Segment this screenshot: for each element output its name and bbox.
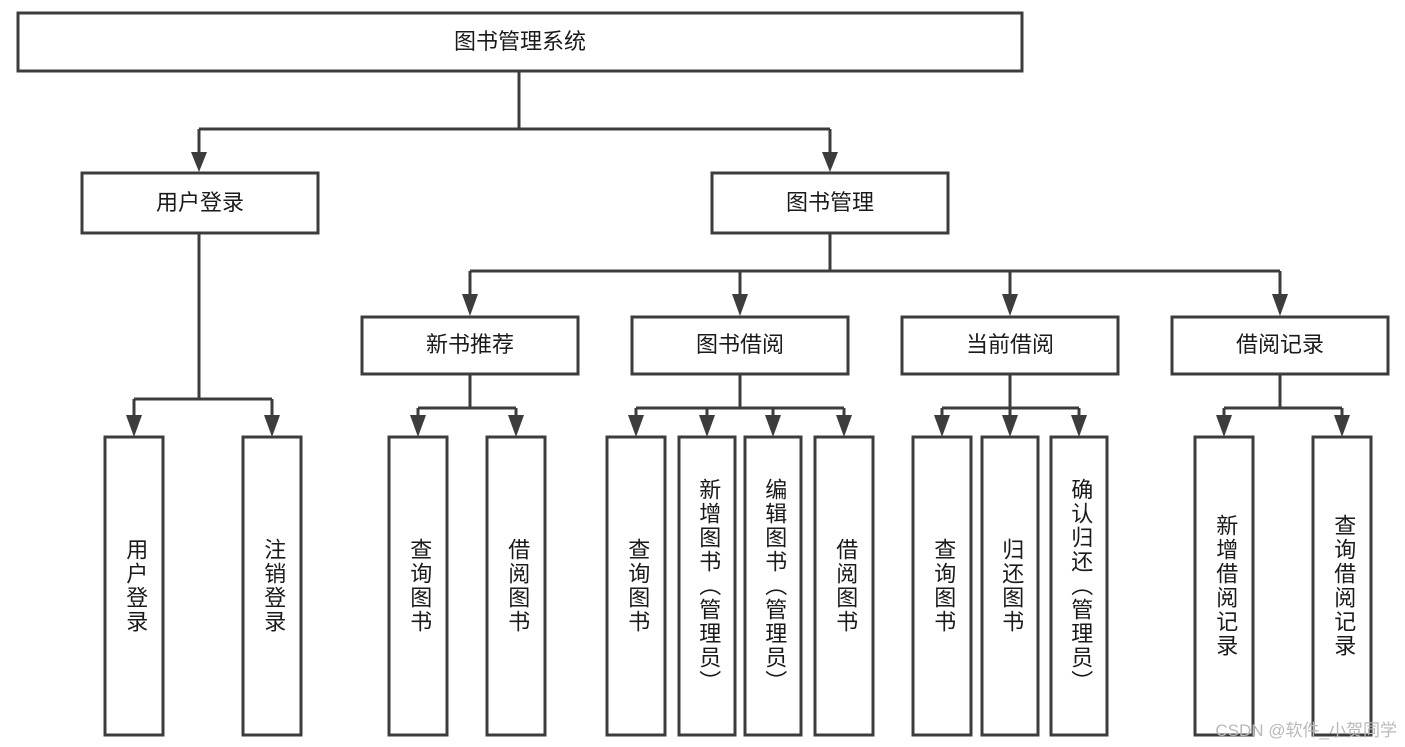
arrow-head-currentborrow-3 (1071, 415, 1087, 437)
node-book-borrow-box[interactable] (630, 315, 850, 376)
arrow-head-currentborrow-2 (1002, 415, 1018, 437)
leaf-new-book-rec-1-label: 查询图书 (407, 538, 432, 634)
leaf-user-login-2-box[interactable] (241, 435, 303, 737)
arrow-head-currentborrow-1 (934, 415, 950, 437)
leaf-current-borrow-2-label: 归还图书 (999, 538, 1024, 634)
arrow-head-bookborrow-4 (836, 415, 852, 437)
leaf-borrow-record-2-box[interactable] (1311, 435, 1373, 737)
node-root-box[interactable] (16, 11, 1024, 73)
arrow-head-book-borrow (732, 294, 748, 316)
arrow-head-user-login-2 (264, 415, 280, 437)
arrow-head-borrowrecord-2 (1334, 415, 1350, 437)
node-book-manage-label: 图书管理 (786, 190, 874, 215)
arrow-head-newbook-1 (410, 415, 426, 437)
leaf-book-borrow-4[interactable]: 借阅图书 (813, 435, 875, 737)
leaf-new-book-rec-2-box[interactable] (485, 435, 547, 737)
arrow-head-borrow-record (1272, 294, 1288, 316)
node-book-borrow-label: 图书借阅 (696, 332, 784, 357)
arrow-head-new-book-rec (462, 294, 478, 316)
arrow-head-bookborrow-2 (699, 415, 715, 437)
arrow-head-borrowrecord-1 (1216, 415, 1232, 437)
leaf-book-borrow-1-label: 查询图书 (625, 538, 650, 634)
leaf-book-borrow-1-box[interactable] (605, 435, 667, 737)
leaf-current-borrow-3[interactable]: 确认归还（管理员） (1049, 435, 1109, 737)
leaf-book-borrow-2-label: 新增图书（管理员） (696, 478, 721, 694)
node-new-book-recommend-box[interactable] (360, 315, 580, 376)
node-book-manage-box[interactable] (710, 171, 950, 235)
arrow-head-book-manage (822, 152, 838, 172)
leaf-book-borrow-4-box[interactable] (813, 435, 875, 737)
node-user-login[interactable]: 用户登录 (80, 171, 320, 235)
leaf-current-borrow-3-label: 确认归还（管理员） (1068, 478, 1093, 694)
leaf-new-book-rec-2-label: 借阅图书 (505, 538, 530, 634)
node-borrow-record[interactable]: 借阅记录 (1170, 315, 1390, 376)
leaf-user-login-2[interactable]: 注销登录 (241, 435, 303, 737)
leaf-new-book-rec-2[interactable]: 借阅图书 (485, 435, 547, 737)
node-book-borrow[interactable]: 图书借阅 (630, 315, 850, 376)
leaf-book-borrow-2[interactable]: 新增图书（管理员） (677, 435, 737, 737)
node-root[interactable]: 图书管理系统 (16, 11, 1024, 73)
leaf-book-borrow-3[interactable]: 编辑图书（管理员） (743, 435, 803, 737)
leaf-borrow-record-1-box[interactable] (1193, 435, 1255, 737)
leaf-current-borrow-1-label: 查询图书 (931, 538, 956, 634)
node-borrow-record-label: 借阅记录 (1236, 332, 1324, 357)
arrow-head-user-login-1 (126, 415, 142, 437)
leaf-current-borrow-2[interactable]: 归还图书 (980, 435, 1040, 737)
node-current-borrow-box[interactable] (900, 315, 1120, 376)
arrow-head-bookborrow-3 (765, 415, 781, 437)
leaf-borrow-record-1-label: 新增借阅记录 (1213, 514, 1238, 658)
arrow-head-newbook-2 (508, 415, 524, 437)
node-new-book-recommend-label: 新书推荐 (426, 332, 514, 357)
node-borrow-record-box[interactable] (1170, 315, 1390, 376)
node-user-login-label: 用户登录 (156, 190, 244, 215)
leaf-new-book-rec-1-box[interactable] (387, 435, 449, 737)
leaf-user-login-1-box[interactable] (103, 435, 165, 737)
leaf-borrow-record-2[interactable]: 查询借阅记录 (1311, 435, 1373, 737)
node-user-login-box[interactable] (80, 171, 320, 235)
arrow-head-bookborrow-1 (628, 415, 644, 437)
leaf-user-login-1-label: 用户登录 (123, 538, 148, 634)
node-current-borrow-label: 当前借阅 (966, 332, 1054, 357)
leaf-book-borrow-2-box[interactable] (677, 435, 737, 737)
leaf-book-borrow-3-label: 编辑图书（管理员） (762, 478, 787, 694)
node-current-borrow[interactable]: 当前借阅 (900, 315, 1120, 376)
leaf-book-borrow-3-box[interactable] (743, 435, 803, 737)
leaf-user-login-1[interactable]: 用户登录 (103, 435, 165, 737)
leaf-user-login-2-label: 注销登录 (261, 538, 286, 634)
leaf-current-borrow-1-box[interactable] (911, 435, 973, 737)
arrow-head-current-borrow (1002, 294, 1018, 316)
node-new-book-recommend[interactable]: 新书推荐 (360, 315, 580, 376)
node-book-manage[interactable]: 图书管理 (710, 171, 950, 235)
leaf-current-borrow-1[interactable]: 查询图书 (911, 435, 973, 737)
connectors (126, 71, 1350, 437)
arrow-head-user-login (191, 152, 207, 172)
node-root-label: 图书管理系统 (454, 29, 586, 54)
leaf-current-borrow-3-box[interactable] (1049, 435, 1109, 737)
leaf-new-book-rec-1[interactable]: 查询图书 (387, 435, 449, 737)
leaf-borrow-record-2-label: 查询借阅记录 (1331, 514, 1356, 658)
leaf-book-borrow-4-label: 借阅图书 (833, 538, 858, 634)
leaf-current-borrow-2-box[interactable] (980, 435, 1040, 737)
leaf-borrow-record-1[interactable]: 新增借阅记录 (1193, 435, 1255, 737)
leaf-book-borrow-1[interactable]: 查询图书 (605, 435, 667, 737)
